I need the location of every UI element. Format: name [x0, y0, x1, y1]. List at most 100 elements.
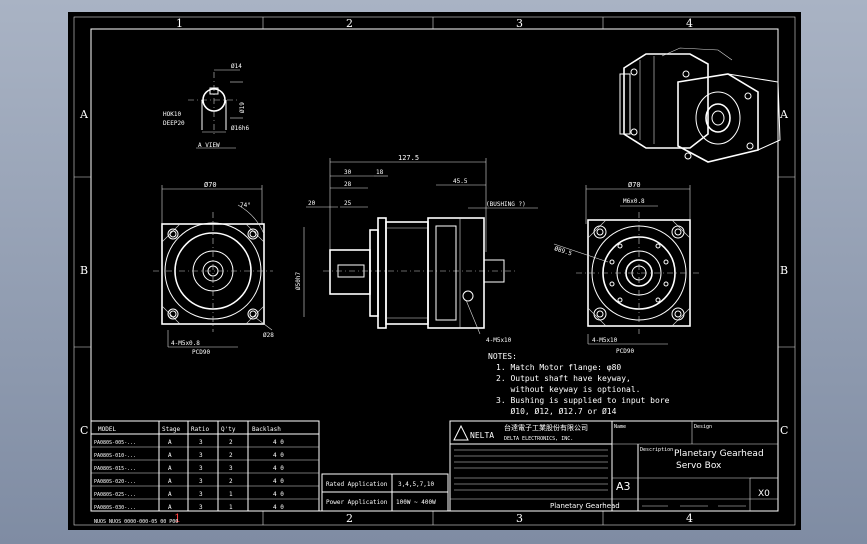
zone-bottom-1: 1 [174, 512, 181, 525]
table-row: PA080S-010-... A 3 2 4 0 [94, 452, 284, 459]
note-line: 1. Match Motor flange: φ80 [496, 363, 621, 372]
rated-label: Rated Application [326, 481, 388, 488]
svg-text:2: 2 [229, 478, 233, 485]
title-block: NELTA 台達電子工業股份有限公司 DELTA ELECTRONICS, IN… [449, 420, 779, 512]
application-block: Rated Application 3,4,5,7,10 Power Appli… [321, 473, 449, 512]
table-row: PA080S-015-... A 3 3 4 0 [94, 465, 284, 472]
svg-text:3: 3 [199, 439, 203, 446]
svg-text:3: 3 [199, 452, 203, 459]
view-a-label: A VIEW [198, 142, 220, 149]
svg-text:A: A [168, 439, 172, 446]
svg-text:3: 3 [229, 465, 233, 472]
description-line-2: Servo Box [676, 461, 722, 471]
svg-text:Ø19: Ø19 [239, 102, 246, 113]
svg-text:A: A [168, 478, 172, 485]
svg-text:A: A [168, 452, 172, 459]
svg-text:3: 3 [199, 478, 203, 485]
zone-right-b: B [780, 264, 788, 277]
table-row: PA080S-020-... A 3 2 4 0 [94, 478, 284, 485]
bom-header: Q'ty [221, 426, 236, 433]
svg-text:18: 18 [376, 169, 384, 176]
notes-heading: NOTES: [488, 352, 517, 361]
company-name-en: DELTA ELECTRONICS, INC. [504, 436, 573, 442]
svg-text:4 0: 4 0 [273, 478, 284, 485]
isometric-view [619, 47, 781, 163]
sheet-size: A3 [616, 480, 631, 493]
drawing-sheet: 1 2 3 4 1 2 3 4 A B C A B C [68, 12, 801, 530]
table-row: PA080S-005-... A 3 2 4 0 [94, 439, 284, 446]
description-line-1: Planetary Gearhead [674, 449, 764, 459]
svg-text:1: 1 [229, 491, 233, 498]
svg-text:2: 2 [229, 439, 233, 446]
svg-text:Ø28: Ø28 [263, 332, 274, 339]
side-view: 127.5 30 28 18 20 25 45.5 (BUSHING ?) Ø5… [295, 154, 538, 344]
right-width-dim: Ø70 [628, 181, 641, 189]
bom-header: Ratio [191, 426, 209, 433]
pcd-right-dim: PCD90 [616, 348, 634, 355]
zone-bottom-4: 4 [686, 512, 693, 525]
company-name: 台達電子工業股份有限公司 [504, 423, 588, 432]
zone-top-2: 2 [346, 17, 353, 30]
bom-header: Stage [162, 426, 180, 433]
description-label: Description [640, 447, 673, 453]
rear-bolt-dim: 4-M5x0.8 [171, 340, 200, 347]
svg-text:30: 30 [344, 169, 352, 176]
bom-table: MODEL Stage Ratio Q'ty Backlash PA080S-0… [90, 420, 320, 512]
svg-text:A: A [168, 504, 172, 511]
svg-text:74°: 74° [240, 202, 251, 209]
svg-text:PA080S-020-...: PA080S-020-... [94, 479, 136, 485]
zone-right-a: A [779, 108, 789, 121]
svg-text:20: 20 [308, 200, 316, 207]
svg-text:4-M5x10: 4-M5x10 [592, 337, 618, 344]
zone-left-b: B [80, 264, 88, 277]
table-row: PA080S-025-... A 3 1 4 0 [94, 491, 284, 498]
svg-text:4 0: 4 0 [273, 491, 284, 498]
name-label: Name [614, 424, 626, 430]
svg-text:PA080S-030-...: PA080S-030-... [94, 505, 136, 511]
svg-text:PA080S-010-...: PA080S-010-... [94, 453, 136, 459]
svg-text:M6x0.8: M6x0.8 [623, 198, 645, 205]
notes: NOTES: 1. Match Motor flange: φ80 2. Out… [488, 352, 670, 416]
drawing-canvas: 1 2 3 4 1 2 3 4 A B C A B C [73, 16, 796, 526]
zone-right-c: C [780, 424, 788, 437]
svg-text:28: 28 [344, 181, 352, 188]
footer-stamp: NUOS NUOS 0000-000-05 00 P00 [94, 519, 178, 525]
svg-text:2: 2 [229, 452, 233, 459]
svg-text:PA080S-015-...: PA080S-015-... [94, 466, 136, 472]
svg-text:4 0: 4 0 [273, 465, 284, 472]
brand-name: NELTA [470, 431, 494, 440]
zone-top-3: 3 [516, 17, 523, 30]
bom-header: MODEL [98, 426, 116, 433]
bom-header: Backlash [252, 426, 281, 433]
note-line: without keyway is optional. [496, 385, 641, 394]
svg-text:3: 3 [199, 491, 203, 498]
table-row: PA080S-030-... A 3 1 4 0 [94, 504, 284, 511]
svg-text:PA080S-025-...: PA080S-025-... [94, 492, 136, 498]
zone-left-c: C [80, 424, 88, 437]
svg-text:4 0: 4 0 [273, 452, 284, 459]
zone-left-a: A [79, 108, 89, 121]
view-a-detail: HOK10 DEEP20 Ø14 Ø16h6 Ø19 A VIEW [163, 63, 249, 149]
svg-text:Ø89.5: Ø89.5 [553, 245, 573, 257]
overall-length-dim: 127.5 [398, 154, 419, 162]
pcd-left-dim: PCD90 [192, 349, 210, 356]
note-line: 2. Output shaft have keyway, [496, 374, 631, 383]
svg-text:3: 3 [199, 465, 203, 472]
svg-text:1: 1 [229, 504, 233, 511]
svg-text:Ø16h6: Ø16h6 [231, 125, 249, 132]
power-value: 100W ~ 400W [396, 499, 436, 506]
svg-text:Ø14: Ø14 [231, 63, 242, 70]
part-name: Planetary Gearhead [550, 502, 620, 510]
svg-text:4 0: 4 0 [273, 504, 284, 511]
bushing-dim: (BUSHING ?) [486, 201, 526, 208]
front-view-right: Ø70 M6x0.8 Ø8 [553, 181, 702, 355]
svg-text:3: 3 [199, 504, 203, 511]
svg-text:DEEP20: DEEP20 [163, 120, 185, 127]
front-view-left: Ø70 74° 4-M5x0.8 PCD90 [153, 181, 274, 356]
rated-value: 3,4,5,7,10 [398, 481, 435, 488]
svg-text:A: A [168, 465, 172, 472]
svg-text:4 0: 4 0 [273, 439, 284, 446]
zone-top-1: 1 [176, 17, 183, 30]
revision: X0 [758, 489, 770, 499]
